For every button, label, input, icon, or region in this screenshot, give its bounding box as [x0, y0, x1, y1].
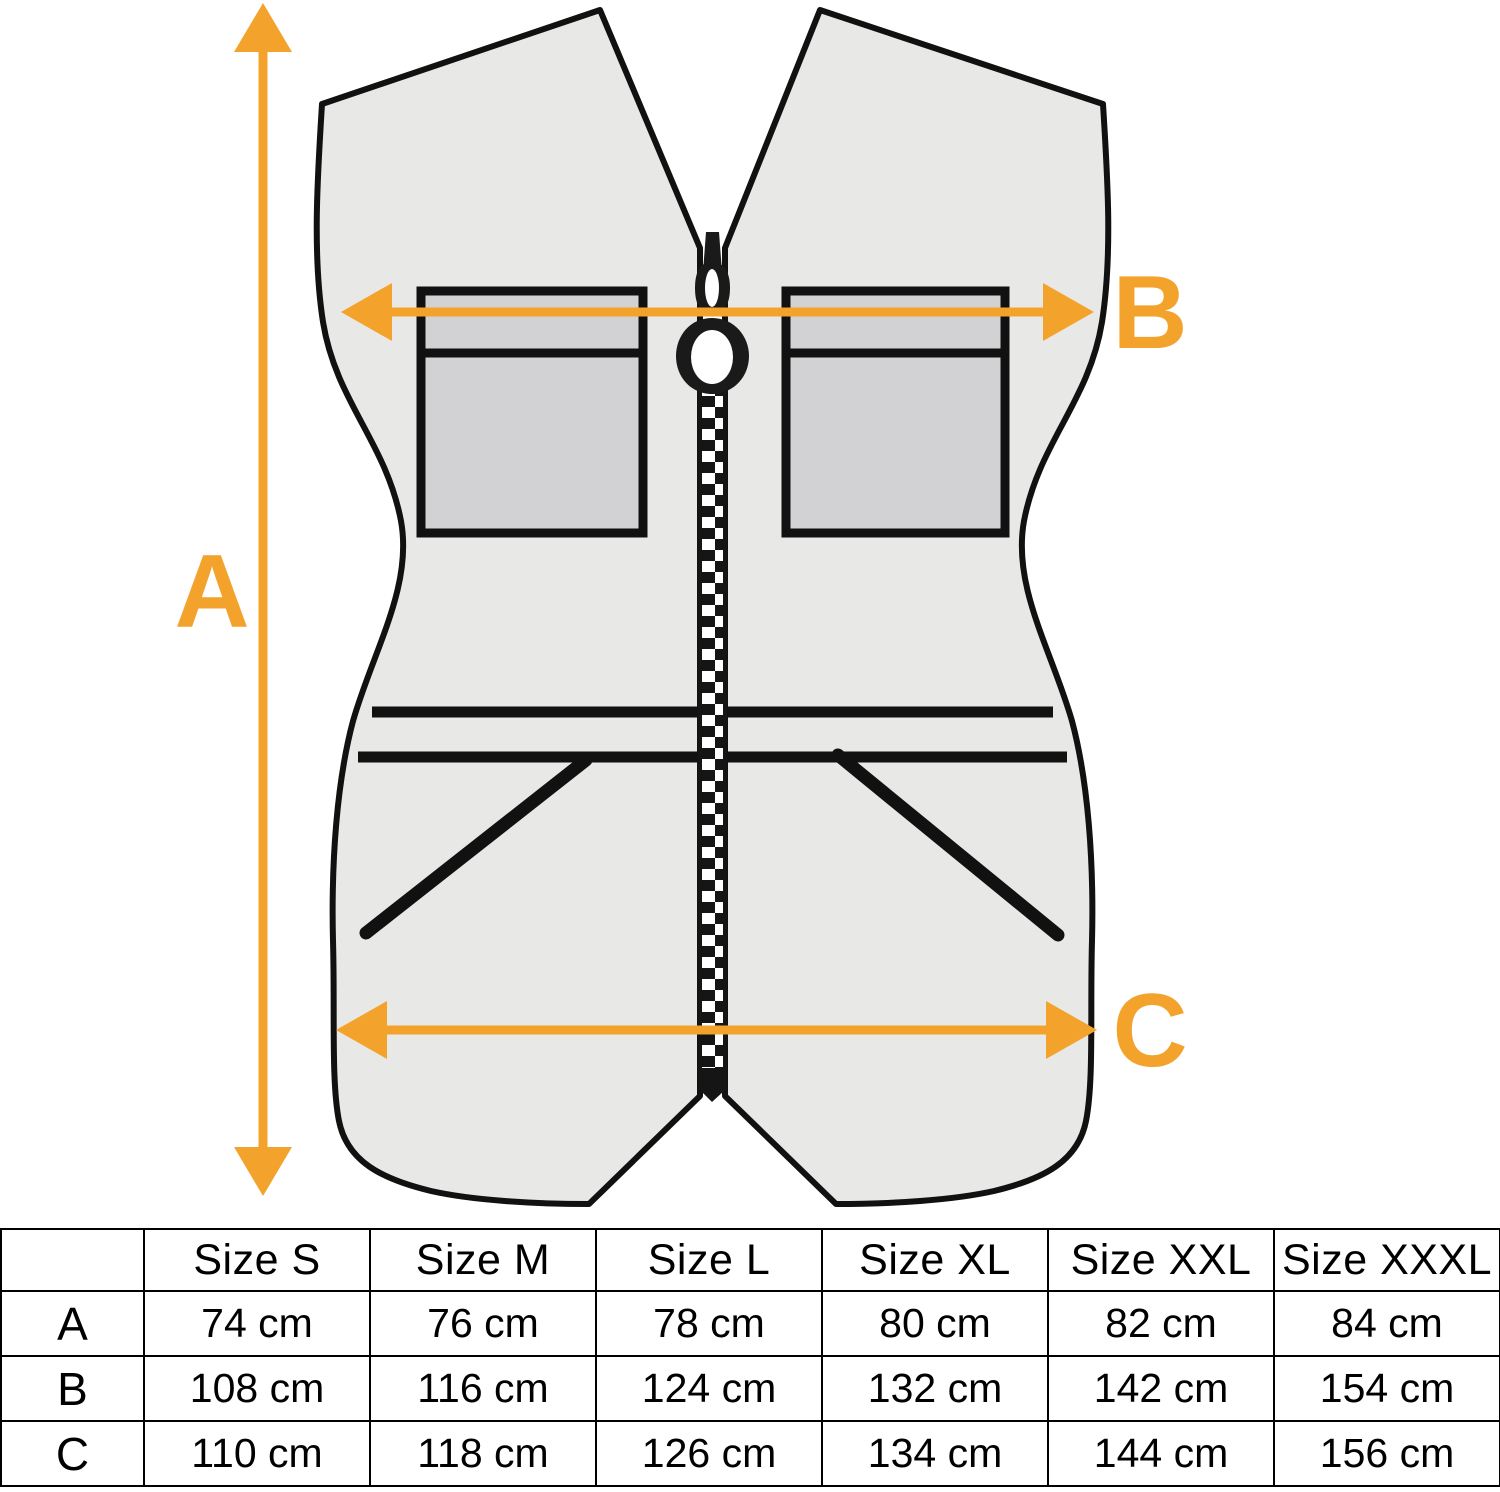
- zipper-pull: [676, 232, 749, 394]
- cell-c-xxl: 144 cm: [1047, 1420, 1275, 1487]
- row-label-b: B: [0, 1355, 145, 1422]
- column-header-size-xxxl: Size XXXL: [1273, 1228, 1500, 1292]
- measurement-marker-c: C: [336, 973, 1188, 1089]
- table-header-row: Size S Size M Size L Size XL Size XXL Si…: [0, 1228, 1500, 1292]
- cell-c-s: 110 cm: [143, 1420, 371, 1487]
- column-header-size-m: Size M: [369, 1228, 597, 1292]
- right-chest-pocket: [781, 286, 1010, 538]
- cell-a-xxxl: 84 cm: [1273, 1290, 1500, 1357]
- measurement-label-a: A: [174, 534, 249, 650]
- table-row: B 108 cm 116 cm 124 cm 132 cm 142 cm 154…: [0, 1355, 1500, 1422]
- table-row: A 74 cm 76 cm 78 cm 80 cm 82 cm 84 cm: [0, 1290, 1500, 1357]
- cell-c-xl: 134 cm: [821, 1420, 1049, 1487]
- waist-band-stripe-left: [358, 706, 700, 763]
- measurement-marker-a: A: [174, 3, 292, 1196]
- measurement-label-c: C: [1112, 973, 1187, 1089]
- left-chest-pocket: [416, 286, 648, 538]
- column-header-size-xl: Size XL: [821, 1228, 1049, 1292]
- cell-c-l: 126 cm: [595, 1420, 823, 1487]
- row-label-c: C: [0, 1420, 145, 1487]
- column-header-size-l: Size L: [595, 1228, 823, 1292]
- cell-a-xl: 80 cm: [821, 1290, 1049, 1357]
- cell-a-l: 78 cm: [595, 1290, 823, 1357]
- row-label-a: A: [0, 1290, 145, 1357]
- cell-b-l: 124 cm: [595, 1355, 823, 1422]
- column-header-size-xxl: Size XXL: [1047, 1228, 1275, 1292]
- cell-b-m: 116 cm: [369, 1355, 597, 1422]
- arrowhead-a-top: [234, 3, 292, 52]
- cell-b-s: 108 cm: [143, 1355, 371, 1422]
- table-row: C 110 cm 118 cm 126 cm 134 cm 144 cm 156…: [0, 1420, 1500, 1487]
- measurement-label-b: B: [1112, 255, 1187, 371]
- vest-illustration: A B C: [174, 3, 1188, 1207]
- table-corner-cell: [0, 1228, 145, 1292]
- cell-b-xl: 132 cm: [821, 1355, 1049, 1422]
- arrowhead-a-bottom: [234, 1147, 292, 1196]
- cell-b-xxl: 142 cm: [1047, 1355, 1275, 1422]
- front-zipper: [698, 350, 727, 1102]
- right-diagonal-seam: [831, 748, 1065, 942]
- vest-diagram: A B C: [174, 3, 1188, 1207]
- arrowhead-c-right: [1046, 1001, 1097, 1059]
- cell-a-m: 76 cm: [369, 1290, 597, 1357]
- left-diagonal-seam: [359, 753, 593, 940]
- arrowhead-c-left: [336, 1001, 387, 1059]
- arrowhead-b-left: [341, 283, 392, 341]
- cell-b-xxxl: 154 cm: [1273, 1355, 1500, 1422]
- waist-band-stripe-right: [725, 706, 1067, 763]
- measurement-marker-b: B: [341, 255, 1188, 371]
- cell-a-xxl: 82 cm: [1047, 1290, 1275, 1357]
- arrowhead-b-right: [1043, 283, 1094, 341]
- cell-a-s: 74 cm: [143, 1290, 371, 1357]
- size-chart-table: Size S Size M Size L Size XL Size XXL Si…: [0, 1228, 1500, 1487]
- cell-c-m: 118 cm: [369, 1420, 597, 1487]
- column-header-size-s: Size S: [143, 1228, 371, 1292]
- cell-c-xxxl: 156 cm: [1273, 1420, 1500, 1487]
